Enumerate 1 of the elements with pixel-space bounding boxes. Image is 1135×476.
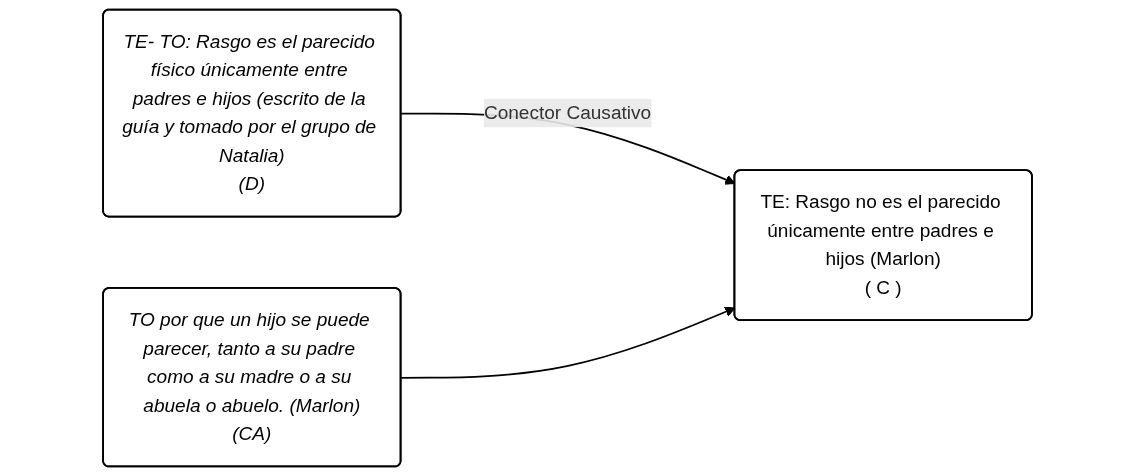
edge-label: Conector Causativo	[483, 102, 652, 123]
